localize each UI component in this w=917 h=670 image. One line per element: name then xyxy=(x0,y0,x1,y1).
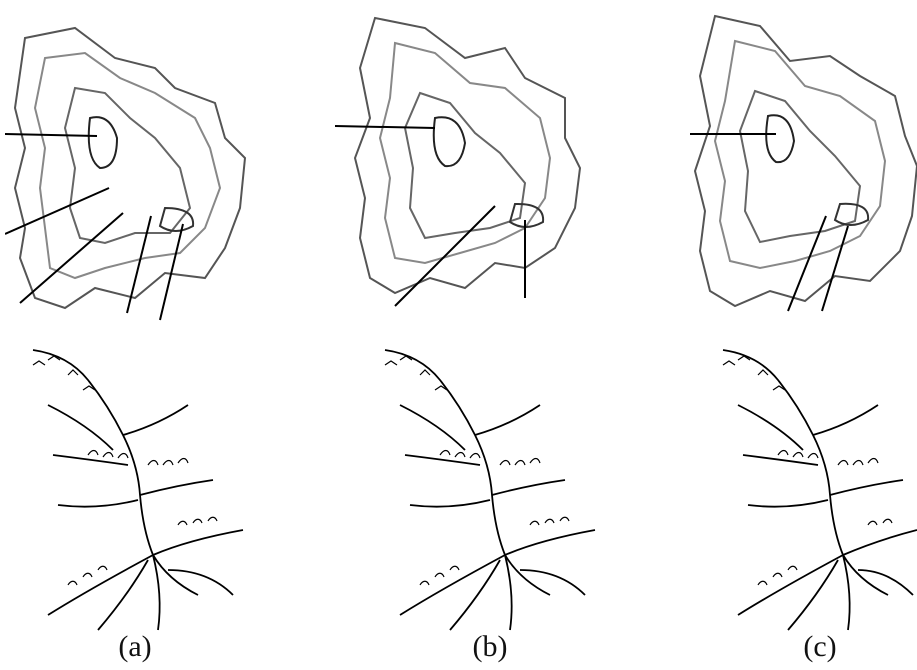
contour-map-c xyxy=(690,6,917,318)
panel-caption-a: (a) xyxy=(75,630,195,664)
panel-caption-c: (c) xyxy=(760,630,880,664)
contour-map-b xyxy=(335,8,600,308)
skeleton-tree-b xyxy=(380,345,605,635)
contour-map-a xyxy=(5,8,250,328)
panel-caption-b: (b) xyxy=(430,630,550,664)
skeleton-tree-c xyxy=(718,345,917,635)
skeleton-tree-a xyxy=(28,345,253,635)
